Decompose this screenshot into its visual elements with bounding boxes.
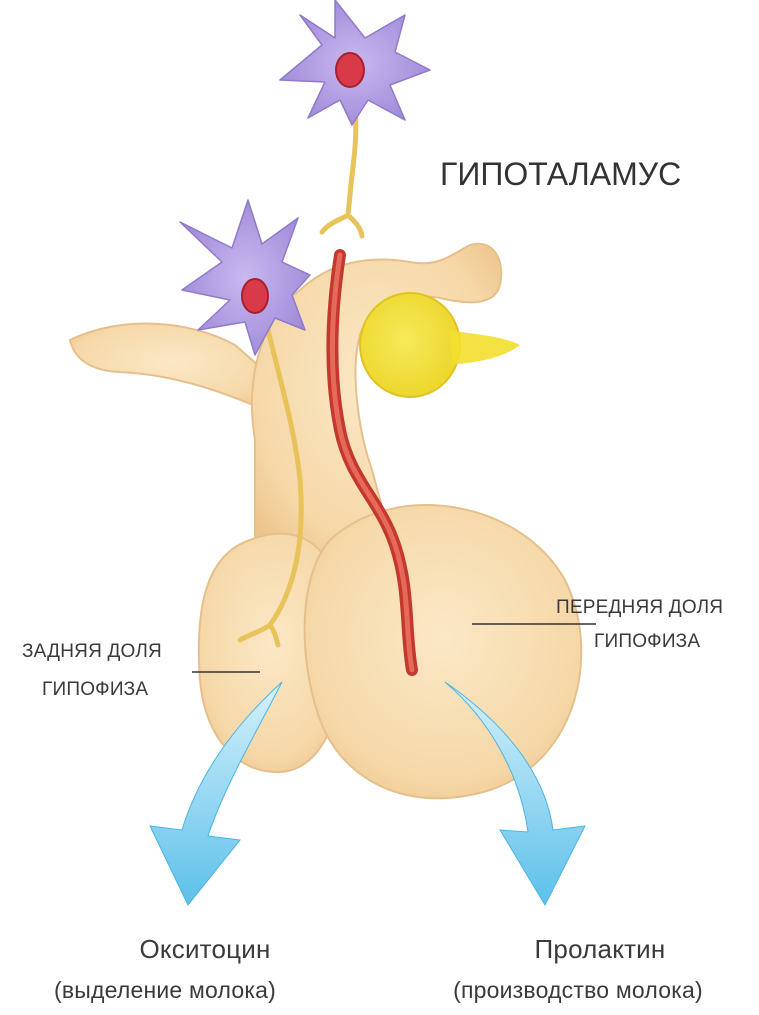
hypothalamus-label: ГИПОТАЛАМУС <box>440 156 681 193</box>
prolactin-label: Пролактин <box>485 934 715 965</box>
anterior-lobe-label-line2: ГИПОФИЗА <box>594 630 700 655</box>
prolactin-effect: (производство молока) <box>408 977 748 1004</box>
posterior-lobe-label-line2: ГИПОФИЗА <box>42 678 148 703</box>
anterior-lobe <box>305 505 582 798</box>
posterior-lobe-label-line1: ЗАДНЯЯ ДОЛЯ <box>22 640 162 665</box>
optic-chiasm-tail <box>450 330 520 365</box>
oxytocin-effect: (выделение молока) <box>10 977 320 1004</box>
upper-neuron-nucleus <box>336 53 364 87</box>
upper-axon <box>322 110 362 236</box>
left-tract <box>70 324 275 410</box>
anterior-lobe-label-line1: ПЕРЕДНЯЯ ДОЛЯ <box>556 596 723 621</box>
optic-chiasm <box>360 293 460 397</box>
lower-neuron-nucleus <box>242 279 268 313</box>
oxytocin-label: Окситоцин <box>90 934 320 965</box>
